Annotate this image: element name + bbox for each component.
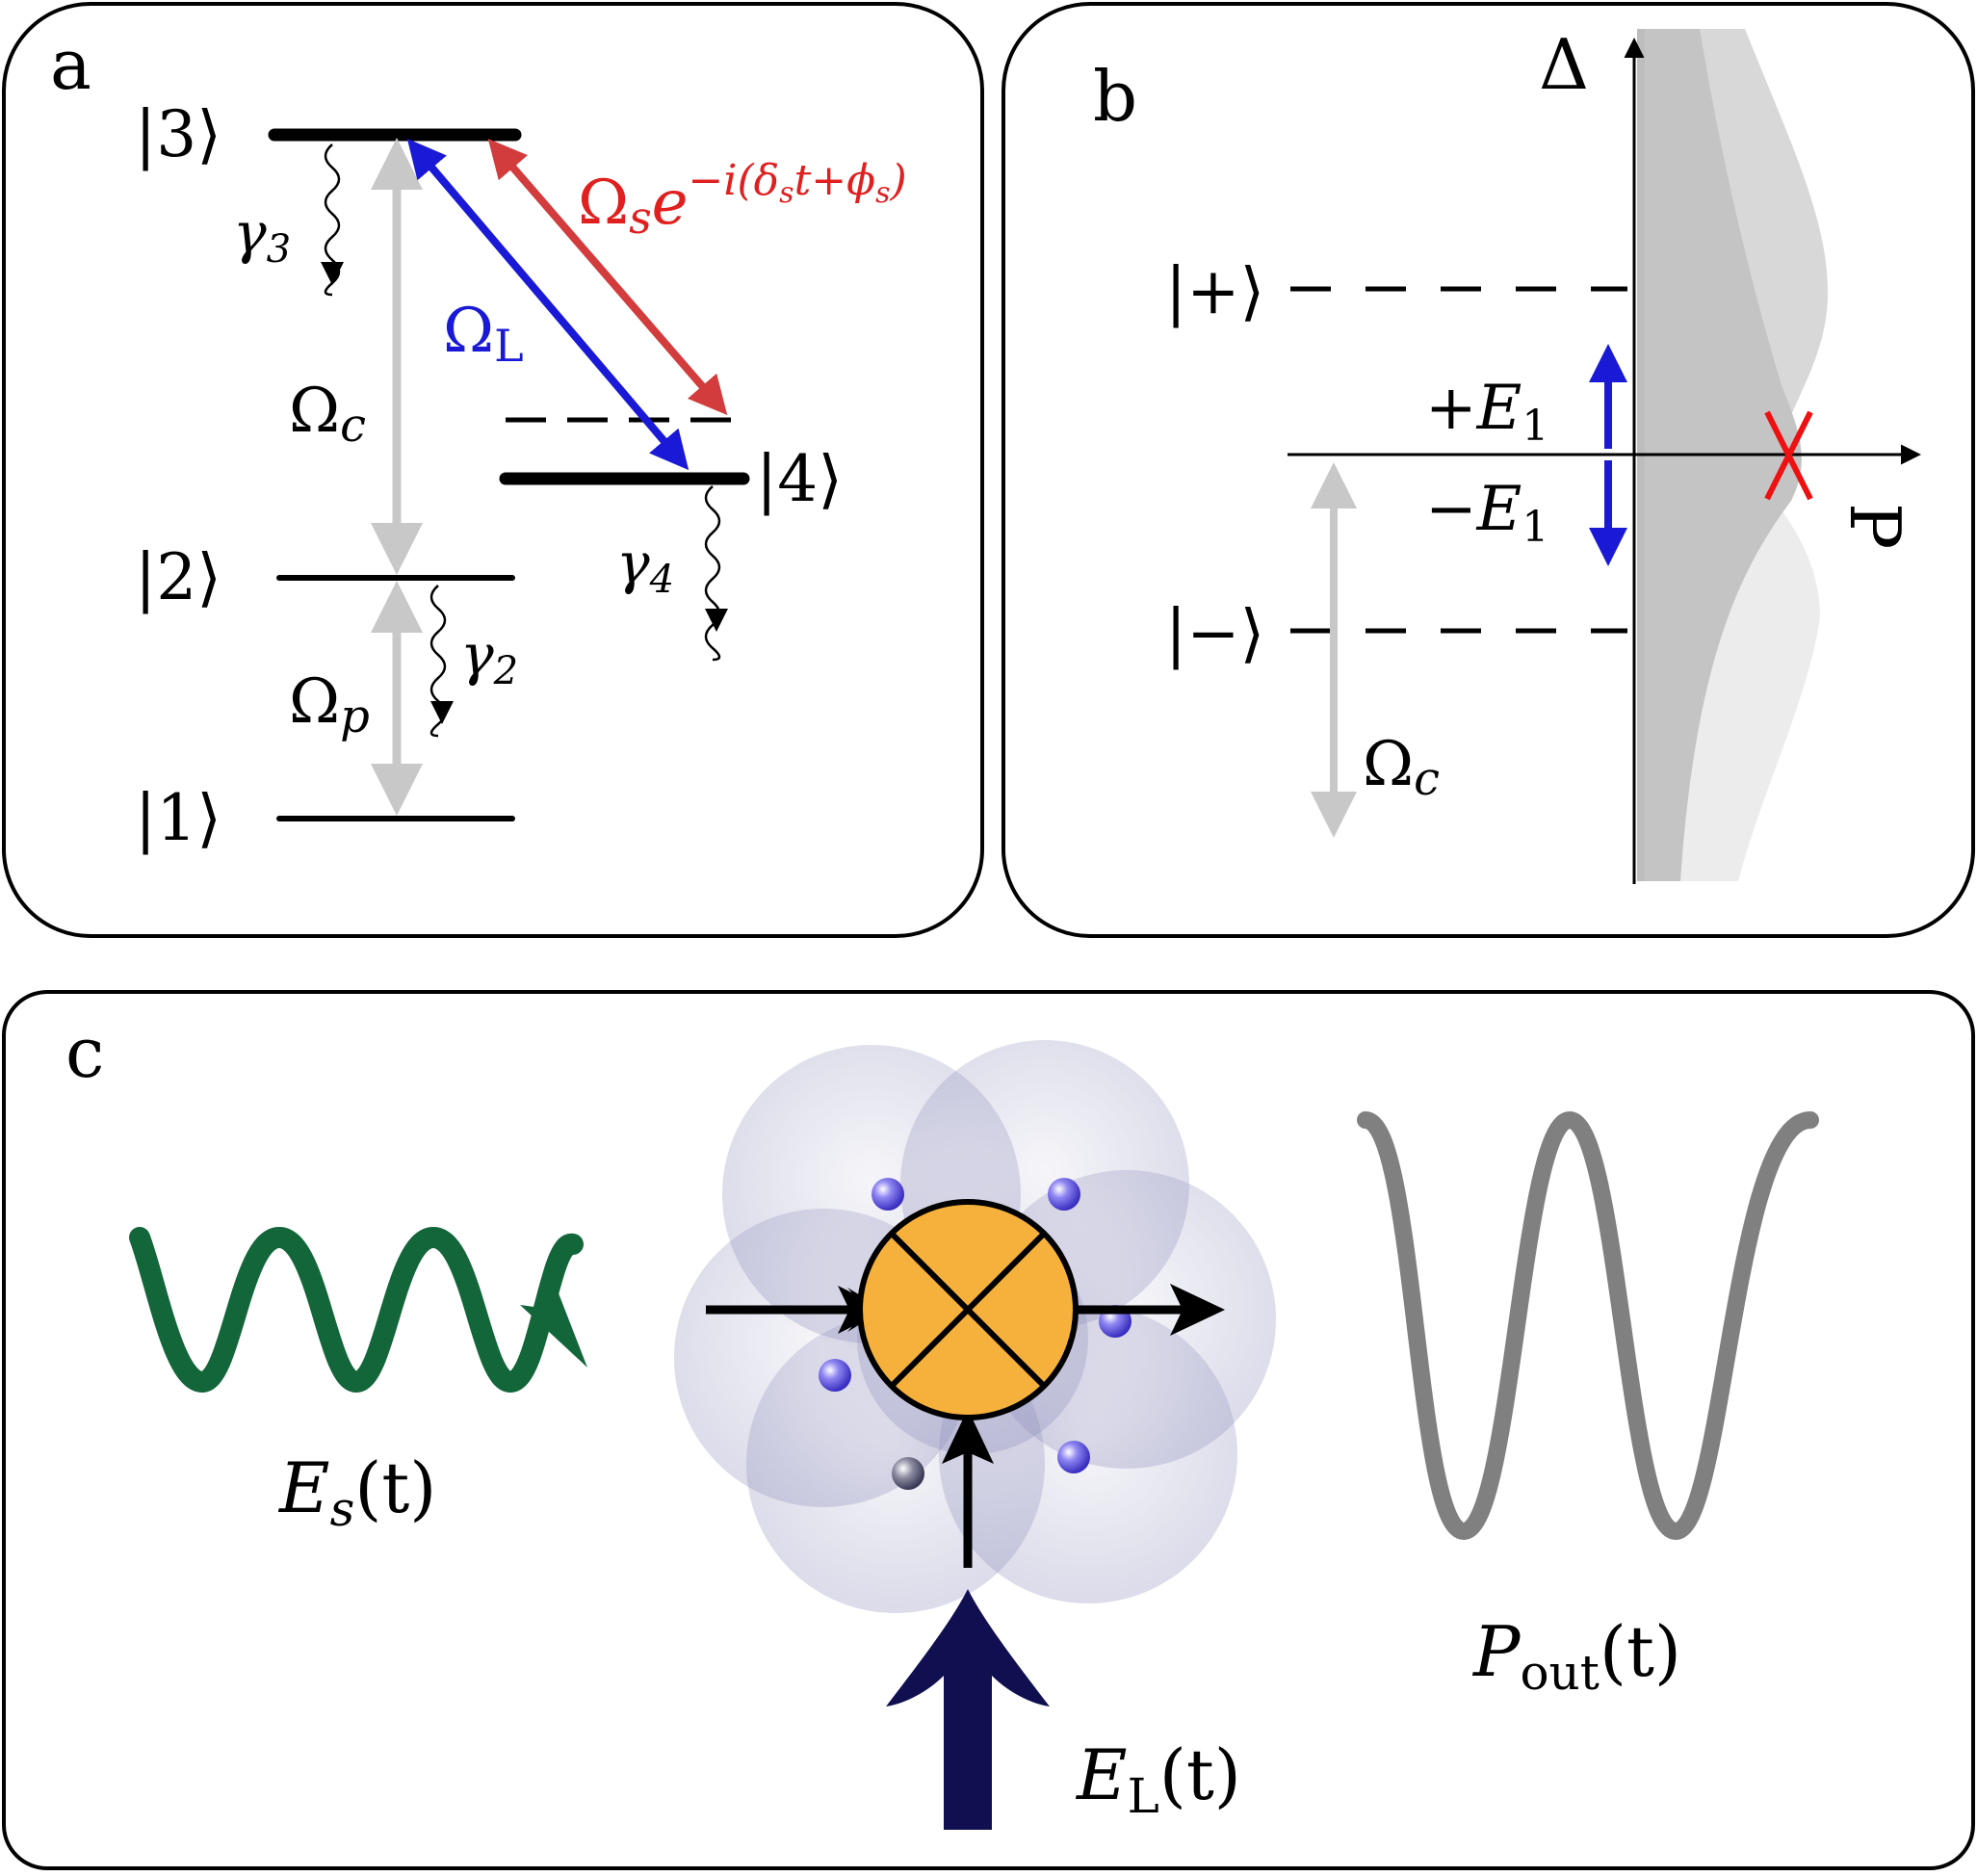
delta-axis-label: Δ [1539,24,1589,105]
gamma-4-label: γ4 [616,531,674,602]
input-wave-arrowhead [520,1281,587,1368]
panel-c: c Es(t) [2,990,1975,1870]
panel-a-frame [2,2,984,938]
atom [1057,1441,1090,1473]
decay-3-head [321,262,344,285]
omega-s-label: Ωse−i(δst+ϕs) [578,156,907,244]
omega-L-label: ΩL [443,296,524,372]
atom [892,1457,924,1490]
minus-E1-label: −E1 [1425,474,1548,552]
panel-a-letter: a [50,24,91,105]
level-4-label: |4⟩ [756,442,843,516]
panel-b: b Δ P |+⟩ |−⟩ +E1 −E1 Ωc [1002,2,1975,938]
input-wave [129,1226,584,1394]
atom [1048,1178,1080,1211]
level-3-label: |3⟩ [135,97,221,171]
omega-p-label: Ωp [289,666,370,743]
output-wave [1357,1110,1819,1541]
atom [871,1178,904,1211]
omega-c-b-label: Ωc [1363,729,1440,806]
panel-c-letter: c [65,1012,104,1093]
atom [819,1359,851,1392]
mixer-local-head [942,1409,994,1464]
local-oscillator-arrow [886,1589,1050,1830]
decay-4-head [705,609,728,632]
panel-b-frame [1002,2,1975,938]
gamma-2-label: γ2 [460,622,518,693]
crossing-b [1764,410,1813,501]
input-field-label: Es(t) [277,1447,436,1537]
mixer-cross-b [889,1231,1047,1389]
decay-3-wiggle [324,143,341,297]
output-field-label: Pout(t) [1471,1611,1681,1701]
decay-4-wiggle [704,485,721,662]
decay-2-wiggle [429,585,447,738]
level-2-label: |2⟩ [135,540,221,614]
panel-b-letter: b [1093,56,1137,137]
plus-E1-label: +E1 [1425,373,1548,451]
plus-state-label: |+⟩ [1165,254,1264,328]
omega-s-arrow [487,138,728,416]
panel-a: a |3⟩ |2⟩ |1⟩ |4⟩ Ωc Ωp ΩL Ωse−i(δst+ϕs)… [2,2,984,938]
p-axis-label: P [1834,503,1915,549]
minus-state-label: |−⟩ [1165,596,1264,670]
panel-c-frame [2,990,1975,1870]
gamma-3-label: γ3 [233,200,291,272]
mixer-output-head [1170,1284,1225,1336]
omega-c-label: Ωc [289,376,366,453]
local-field-label: EL(t) [1075,1734,1241,1824]
level-1-label: |1⟩ [135,781,221,855]
decay-2-head [430,701,454,724]
